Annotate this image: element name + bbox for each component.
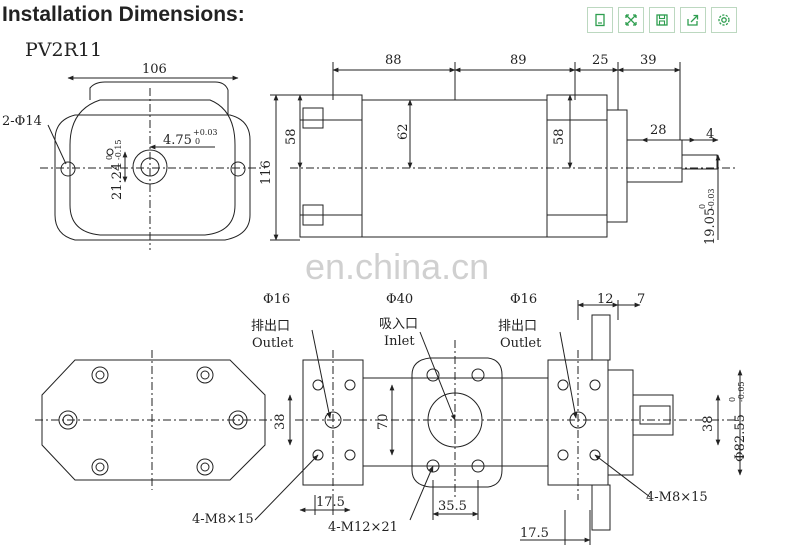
- dim-4: 4: [706, 127, 714, 142]
- dim-88: 88: [385, 53, 402, 68]
- dim-62: 62: [396, 123, 411, 140]
- thread-m12: 4-M12×21: [328, 520, 398, 535]
- expand-icon: [625, 14, 637, 26]
- dim-4-75-tol-lower: 0: [195, 137, 200, 146]
- dim-21-24-tol-upper: 0: [105, 155, 114, 160]
- port-mid-cn: 吸入口: [379, 317, 418, 332]
- port-right-cn: 排出口: [498, 319, 537, 334]
- document-button[interactable]: [587, 7, 613, 33]
- port-left-diameter: Φ16: [263, 292, 290, 307]
- port-view-bottom: [254, 300, 743, 545]
- document-icon: [595, 13, 605, 27]
- settings-icon: [718, 14, 730, 26]
- dim-2-phi14: 2-Φ14: [2, 114, 42, 129]
- dim-82-55-tol-upper: 0: [728, 397, 737, 402]
- dim-35-5: 35.5: [438, 499, 467, 514]
- dim-4-75-tol-upper: +0.03: [193, 128, 218, 137]
- dim-17-5-right: 17.5: [520, 526, 549, 541]
- port-left-cn: 排出口: [251, 319, 290, 334]
- save-icon: [656, 14, 668, 26]
- dim-38-right: 38: [701, 415, 716, 432]
- settings-button[interactable]: [711, 7, 737, 33]
- share-button[interactable]: [680, 7, 706, 33]
- dim-4-75: 4.75: [163, 133, 192, 148]
- dim-82-55-tol-lower: -0.05: [737, 381, 746, 402]
- dim-38-left: 38: [273, 413, 288, 430]
- side-view-top: [290, 62, 735, 240]
- end-view-top: [40, 75, 265, 250]
- dim-25: 25: [592, 53, 609, 68]
- dim-19-05-tol-lower: -0.03: [707, 188, 716, 209]
- dim-82-55: Φ82.55: [733, 414, 748, 462]
- dim-70: 70: [376, 413, 391, 430]
- save-button[interactable]: [649, 7, 675, 33]
- dim-28: 28: [650, 123, 667, 138]
- port-right-diameter: Φ16: [510, 292, 537, 307]
- toolbar: [587, 7, 737, 33]
- dim-116: 116: [259, 160, 274, 185]
- dim-89: 89: [510, 53, 527, 68]
- port-mid-diameter: Φ40: [386, 292, 413, 307]
- dim-39: 39: [640, 53, 657, 68]
- dim-19-05: 19.05: [703, 208, 718, 245]
- dim-106: 106: [142, 62, 167, 77]
- thread-m8-left: 4-M8×15: [192, 512, 254, 527]
- expand-button[interactable]: [618, 7, 644, 33]
- thread-m8-right: 4-M8×15: [646, 490, 708, 505]
- dim-12: 12: [597, 292, 614, 307]
- dim-21-24: 21.24: [110, 163, 125, 200]
- model-label: PV2R11: [25, 39, 102, 61]
- port-mid-en: Inlet: [384, 334, 415, 349]
- dim-21-24-tol-lower: -0.15: [114, 139, 123, 160]
- dim-19-05-tol-upper: 0: [698, 204, 707, 209]
- dim-58-left: 58: [284, 128, 299, 145]
- page-title: Installation Dimensions:: [2, 3, 245, 26]
- port-right-en: Outlet: [500, 336, 542, 351]
- dim-7: 7: [637, 292, 645, 307]
- port-left-en: Outlet: [252, 336, 294, 351]
- leader-2-phi14: [47, 124, 67, 165]
- share-icon: [687, 14, 699, 26]
- dim-17-5-left: 17.5: [316, 495, 345, 510]
- dim-58-right: 58: [552, 128, 567, 145]
- end-view-bottom: [35, 350, 275, 490]
- watermark: en.china.cn: [305, 246, 489, 287]
